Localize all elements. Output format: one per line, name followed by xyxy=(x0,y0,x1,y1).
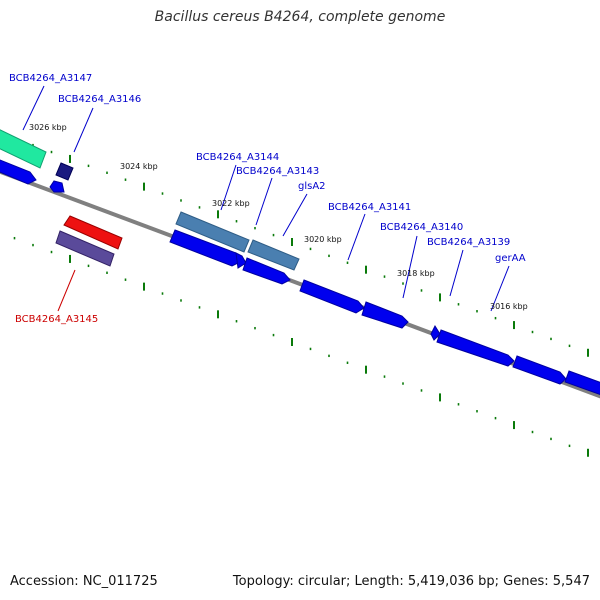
tick-label-3016: 3016 kbp xyxy=(490,302,528,311)
tick-label-3024: 3024 kbp xyxy=(120,162,158,171)
tick-label-3026: 3026 kbp xyxy=(29,123,67,132)
feature-bar-navy-small[interactable] xyxy=(55,162,74,181)
tick-track-lower xyxy=(13,236,589,457)
leader-a3140 xyxy=(402,235,418,299)
backbone-line xyxy=(0,169,600,399)
feature-bar-steelblue-a3144[interactable] xyxy=(175,211,250,253)
leader-geraa xyxy=(490,265,510,312)
leader-glsa2 xyxy=(282,193,308,237)
cds-arrow-5[interactable] xyxy=(242,257,291,285)
leader-a3139 xyxy=(449,249,464,297)
cds-arrow-6[interactable] xyxy=(299,279,365,314)
leader-a3145 xyxy=(57,269,76,312)
cds-arrow-7[interactable] xyxy=(361,301,409,329)
tick-label-3022: 3022 kbp xyxy=(212,199,250,208)
gene-label-a3140: BCB4264_A3140 xyxy=(380,222,463,233)
gene-label-a3141: BCB4264_A3141 xyxy=(328,202,411,213)
leader-a3147 xyxy=(22,85,45,131)
gene-label-a3146: BCB4264_A3146 xyxy=(58,94,141,105)
map-title: Bacillus cereus B4264, complete genome xyxy=(154,9,446,25)
feature-bar-steelblue-a3143[interactable] xyxy=(247,239,300,271)
cds-arrow-2[interactable] xyxy=(49,180,65,193)
feature-bar-red-a3145[interactable] xyxy=(63,215,123,250)
gene-label-a3147: BCB4264_A3147 xyxy=(9,73,92,84)
cds-arrow-3[interactable] xyxy=(169,229,241,267)
gene-label-a3139: BCB4264_A3139 xyxy=(427,237,510,248)
leader-a3146 xyxy=(73,107,94,153)
feature-bar-purple-a3145[interactable] xyxy=(55,230,115,267)
gene-label-geraa: gerAA xyxy=(495,253,526,264)
genome-summary-text: Topology: circular; Length: 5,419,036 bp… xyxy=(232,574,590,589)
tick-label-3020: 3020 kbp xyxy=(304,235,342,244)
leader-a3143 xyxy=(255,177,273,226)
leader-a3141 xyxy=(347,213,366,261)
tick-track-upper xyxy=(13,136,589,357)
cds-arrow-11[interactable] xyxy=(564,370,600,398)
gene-label-a3145: BCB4264_A3145 xyxy=(15,314,98,325)
cds-arrow-8[interactable] xyxy=(430,324,441,341)
leader-a3144 xyxy=(220,164,237,211)
accession-text: Accession: NC_011725 xyxy=(10,574,158,589)
gene-label-a3143: BCB4264_A3143 xyxy=(236,166,319,177)
cds-arrow-1[interactable] xyxy=(0,156,37,185)
cds-arrow-9[interactable] xyxy=(436,329,515,367)
feature-bar-teal[interactable] xyxy=(0,125,47,169)
tick-label-3018: 3018 kbp xyxy=(397,269,435,278)
gene-label-a3144: BCB4264_A3144 xyxy=(196,152,279,163)
gene-label-glsa2: glsA2 xyxy=(298,181,326,192)
cds-arrow-10[interactable] xyxy=(512,355,567,385)
